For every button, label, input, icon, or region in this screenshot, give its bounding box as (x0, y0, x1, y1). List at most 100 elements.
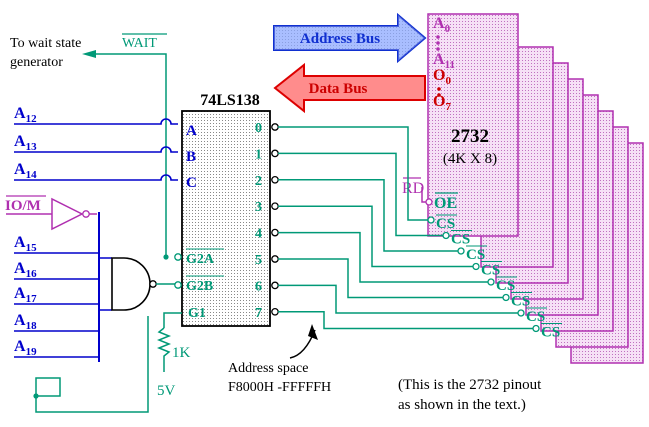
input-a16-label: A16 (14, 260, 37, 280)
note-line1: (This is the 2732 pinout (398, 377, 542, 393)
cs-bubble-5 (502, 293, 510, 302)
decoder-74ls138: 74LS138 A B C G2A G2B G1 0 1 2 3 4 5 6 7 (174, 92, 279, 327)
decoder-output-bubble-5 (271, 255, 279, 263)
cs-bubble-1 (442, 231, 450, 240)
io-m-inverter: IO/M (5, 195, 97, 231)
cs-bubble-0 (427, 216, 435, 224)
input-a15-label: A15 (14, 234, 37, 254)
eprom-pin-a11: A11 (433, 51, 455, 71)
cs-wire-2 (278, 179, 458, 252)
eprom-chip-1 (427, 13, 519, 237)
decoder-output-label-6: 6 (255, 279, 262, 294)
cs-wire-1 (278, 152, 443, 237)
note-line2: as shown in the text.) (398, 397, 526, 413)
cs-wire-5 (278, 258, 503, 299)
data-bus-arrow: Data Bus (273, 62, 426, 114)
cs-wire-3 (278, 205, 473, 268)
nand-gate (111, 257, 151, 311)
g2b-inversion-bubble (174, 281, 182, 289)
cs-bubble-6 (517, 309, 525, 317)
input-a13-label: A13 (14, 133, 37, 153)
decoder-pin-c: C (186, 175, 197, 191)
wait-state-block: To wait state generator WAIT (10, 33, 169, 260)
decoder-output-bubble-1 (271, 149, 279, 158)
data-bus-label: Data Bus (309, 81, 368, 97)
input-a12-label: A12 (14, 105, 37, 125)
cs-wire-0 (278, 126, 428, 221)
cs-pin-label-6: CS (526, 309, 545, 325)
input-a14-label: A14 (14, 161, 37, 181)
decoder-output-label-3: 3 (255, 200, 262, 215)
decoder-output-label-2: 2 (255, 174, 262, 189)
decoder-output-label-7: 7 (255, 306, 262, 321)
resistor-value: 1K (172, 345, 191, 361)
wait-arrowhead (82, 50, 96, 58)
eprom-pin-labels: A0 A11 O0 O7 2732 (4K X 8) (433, 15, 497, 167)
address-space-line1: Address space (228, 361, 308, 376)
input-a19-label: A19 (14, 338, 37, 358)
cs-bubble-2 (457, 247, 465, 255)
cs-pin-label-1: CS (451, 232, 470, 248)
eprom-data-pin-dots (437, 87, 441, 97)
cs-wire-4 (278, 231, 488, 283)
address-inputs-a15-a19: A15 A16 A17 A18 A19 (14, 212, 175, 362)
cs-pin-label-2: CS (466, 247, 485, 263)
decoder-output-bubble-7 (271, 307, 279, 316)
decoder-name: 74LS138 (200, 92, 260, 109)
eprom-pin-a0: A0 (433, 15, 451, 35)
input-a18-label: A18 (14, 312, 37, 332)
wait-generator-label-line2: generator (10, 55, 63, 70)
supply-voltage: 5V (157, 383, 176, 399)
decoder-output-label-4: 4 (255, 227, 262, 242)
decoder-output-bubble-2 (271, 175, 279, 184)
pullup-resistor (156, 327, 172, 372)
eprom-size: (4K X 8) (443, 151, 497, 167)
wait-signal-label: WAIT (122, 36, 157, 51)
oe-pin-label: OE (434, 195, 457, 212)
cs-pin-label-0: CS (436, 216, 455, 232)
address-space-line2: F8000H -FFFFFH (228, 380, 331, 395)
wait-generator-label-line1: To wait state (10, 36, 81, 51)
decoder-output-label-0: 0 (255, 121, 262, 136)
eprom-part-number: 2732 (451, 126, 489, 147)
decoder-output-label-1: 1 (255, 147, 262, 162)
decoder-pin-g2b: G2B (186, 279, 213, 294)
cs-bubble-7 (532, 324, 540, 333)
rd-label: RD (402, 180, 424, 197)
eprom-chip-stack (427, 13, 644, 364)
cs-wire-7 (278, 311, 533, 330)
decoder-body (181, 110, 271, 327)
nand-output-bubble (149, 280, 157, 288)
cs-bubble-4 (487, 278, 495, 286)
address-space-annotation: Address space F8000H -FFFFFH (228, 324, 331, 395)
decoder-output-bubble-6 (271, 281, 279, 290)
cs-pin-label-4: CS (496, 278, 515, 294)
address-bus-arrow: Address Bus (273, 12, 427, 64)
io-m-label: IO/M (5, 198, 41, 214)
decoder-pin-b: B (186, 149, 196, 165)
inverter-bubble (82, 210, 90, 218)
oe-inversion-bubble (425, 198, 433, 206)
decoder-pin-g2a: G2A (186, 252, 215, 267)
g2a-inversion-bubble (174, 253, 182, 261)
cs-pin-label-5: CS (511, 294, 530, 310)
inverter-gate (51, 197, 84, 231)
decoder-pin-g1: G1 (188, 306, 206, 321)
cs-pin-label-7: CS (541, 325, 560, 341)
decoder-output-label-5: 5 (255, 253, 262, 268)
eprom-address-pin-dots (436, 35, 440, 51)
address-bus-label: Address Bus (300, 31, 380, 47)
eprom-pin-o7: O7 (433, 93, 451, 113)
decoder-output-bubble-3 (271, 202, 279, 211)
eprom-pin-o0: O0 (433, 67, 451, 87)
decoder-output-bubble-4 (271, 228, 279, 237)
decoder-output-pins: 0 1 2 3 4 5 6 7 (255, 121, 279, 321)
decoder-pin-a: A (186, 123, 197, 139)
cs-wire-6 (278, 284, 518, 314)
g1-pullup-network: 1K 5V (33, 312, 191, 413)
cs-pin-label-3: CS (481, 263, 500, 279)
pinout-note: (This is the 2732 pinout as shown in the… (398, 377, 542, 413)
decoder-output-bubble-0 (271, 123, 279, 131)
